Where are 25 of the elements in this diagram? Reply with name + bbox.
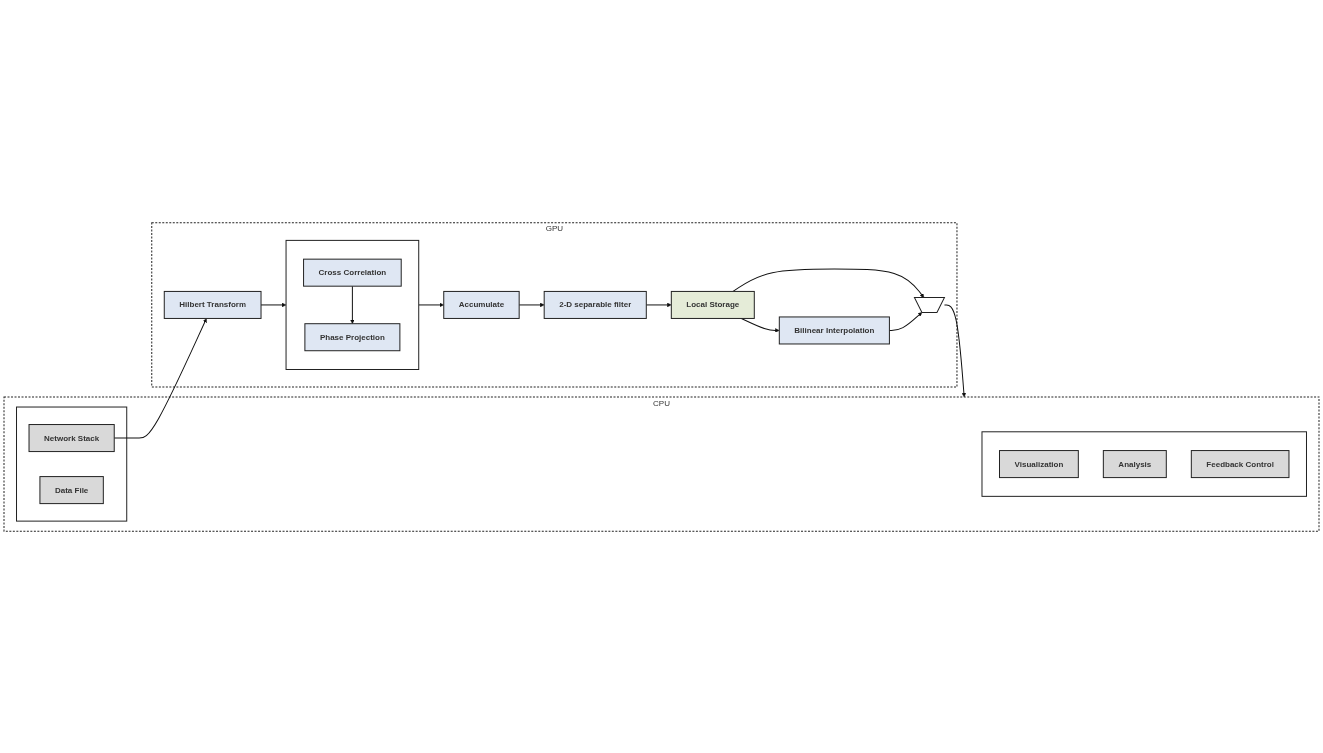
arrow [113, 317, 207, 439]
node-box: Data File [39, 475, 104, 504]
node-trapezoid [913, 296, 945, 313]
node-box: Hilbert Transform [163, 290, 262, 319]
node-box: Cross Correlation [303, 258, 402, 287]
arrow [418, 302, 444, 307]
arrow [740, 317, 780, 333]
arrow [888, 311, 923, 331]
cluster [981, 430, 1307, 497]
node-box: Accumulate [443, 290, 520, 319]
arrow [260, 302, 287, 307]
arrow [518, 302, 545, 307]
node-box: Local Storage [670, 290, 755, 319]
node-box: Phase Projection [304, 322, 401, 351]
cluster [285, 239, 420, 370]
arrow [645, 302, 672, 307]
arrow [943, 303, 967, 397]
arrow [350, 285, 355, 324]
node-box: Network Stack [28, 423, 115, 452]
cluster [16, 406, 128, 522]
node-box: Analysis [1102, 449, 1167, 478]
node-box: 2-D separable filter [543, 290, 647, 319]
node-box: Visualization [999, 449, 1079, 478]
node-box: Feedback Control [1190, 449, 1290, 478]
node-box: Bilinear Interpolation [778, 315, 890, 344]
